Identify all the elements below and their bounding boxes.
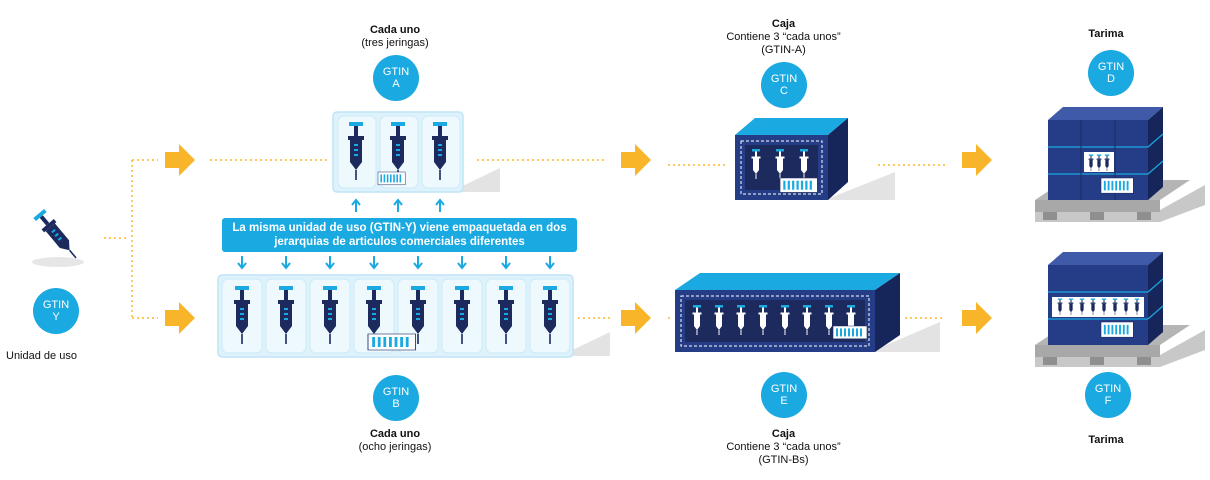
unit-label: Unidad de uso bbox=[6, 350, 100, 363]
gtin-c-line1: GTIN bbox=[770, 73, 798, 85]
top-blister-pack bbox=[332, 111, 500, 193]
flow-connectors bbox=[104, 159, 945, 319]
top-pallet bbox=[1035, 107, 1205, 222]
gtin-d-line1: GTIN bbox=[1097, 61, 1125, 73]
bottom-item-label: Cada uno (ocho jeringas) bbox=[330, 428, 460, 454]
top-case-box bbox=[735, 118, 895, 200]
top-item-subtitle: (tres jeringas) bbox=[361, 37, 429, 49]
gtin-f-badge: GTIN F bbox=[1085, 372, 1131, 418]
gtin-y-line1: GTIN bbox=[42, 299, 70, 311]
top-pallet-title: Tarima bbox=[1076, 28, 1136, 41]
hierarchy-banner: La misma unidad de uso (GTIN-Y) viene em… bbox=[222, 218, 577, 252]
bottom-item-subtitle: (ocho jeringas) bbox=[358, 441, 432, 453]
gtin-b-line2: B bbox=[392, 398, 400, 410]
gtin-d-badge: GTIN D bbox=[1088, 50, 1134, 96]
top-case-line3: (GTIN-A) bbox=[761, 44, 806, 56]
top-item-title: Cada uno bbox=[369, 24, 421, 36]
arrow-icon-3 bbox=[621, 144, 651, 176]
unit-syringe-icon bbox=[32, 208, 84, 267]
gtin-e-line1: GTIN bbox=[770, 383, 798, 395]
up-arrows bbox=[351, 199, 445, 213]
gtin-f-line2: F bbox=[1104, 395, 1112, 407]
gtin-e-line2: E bbox=[780, 395, 788, 407]
gtin-e-badge: GTIN E bbox=[761, 372, 807, 418]
arrow-icon-1 bbox=[165, 144, 195, 176]
arrow-icon-4 bbox=[621, 302, 651, 334]
bottom-case-line2: Contiene 3 “cada unos” bbox=[726, 441, 841, 453]
top-case-title: Caja bbox=[771, 18, 796, 30]
arrow-icon-5 bbox=[962, 144, 992, 176]
gtin-b-badge: GTIN B bbox=[373, 375, 419, 421]
top-item-label: Cada uno (tres jeringas) bbox=[330, 24, 460, 50]
gtin-b-line1: GTIN bbox=[382, 386, 410, 398]
gtin-a-line1: GTIN bbox=[382, 66, 410, 78]
down-arrows bbox=[237, 255, 555, 269]
gtin-y-badge: GTIN Y bbox=[33, 288, 79, 334]
bottom-case-box bbox=[675, 273, 940, 352]
bottom-pallet bbox=[1035, 252, 1205, 367]
top-case-line2: Contiene 3 “cada unos” bbox=[726, 31, 841, 43]
arrow-icon-6 bbox=[962, 302, 992, 334]
gtin-c-line2: C bbox=[780, 85, 788, 97]
gtin-y-line2: Y bbox=[52, 311, 60, 323]
bottom-pallet-title: Tarima bbox=[1076, 434, 1136, 447]
bottom-case-title: Caja bbox=[771, 428, 796, 440]
gtin-a-line2: A bbox=[392, 78, 400, 90]
banner-text: La misma unidad de uso (GTIN-Y) viene em… bbox=[232, 222, 567, 248]
gtin-d-line2: D bbox=[1107, 73, 1115, 85]
arrow-icon-2 bbox=[165, 302, 195, 334]
bottom-item-title: Cada uno bbox=[369, 428, 421, 440]
gtin-a-badge: GTIN A bbox=[373, 55, 419, 101]
gtin-c-badge: GTIN C bbox=[761, 62, 807, 108]
bottom-case-line3: (GTIN-Bs) bbox=[758, 454, 809, 466]
bottom-case-label: Caja Contiene 3 “cada unos” (GTIN-Bs) bbox=[706, 428, 861, 467]
top-case-label: Caja Contiene 3 “cada unos” (GTIN-A) bbox=[706, 18, 861, 57]
bottom-blister-pack bbox=[217, 274, 610, 358]
gtin-f-line1: GTIN bbox=[1094, 383, 1122, 395]
